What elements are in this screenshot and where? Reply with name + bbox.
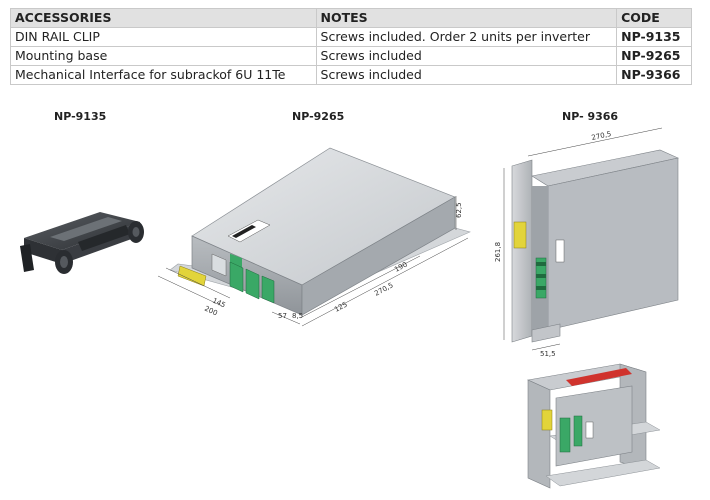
- caption-subrack-interface: NP- 9366: [562, 110, 619, 123]
- cell-code: NP-9135: [616, 27, 692, 47]
- header-accessories: ACCESSORIES: [10, 8, 317, 28]
- subrack-mounted-image: [526, 363, 661, 489]
- accessories-table: ACCESSORIES NOTES CODE DIN RAIL CLIP Scr…: [10, 8, 692, 85]
- cell-code: NP-9366: [616, 65, 692, 85]
- cell-accessory: Mechanical Interface for subrackof 6U 11…: [10, 65, 317, 85]
- dim-depth-2705: 270,5: [373, 281, 394, 297]
- din-rail-clip-image: [20, 212, 144, 274]
- table-row: Mechanical Interface for subrackof 6U 11…: [10, 65, 692, 85]
- caption-din-rail-clip: NP-9135: [54, 110, 107, 123]
- header-notes: NOTES: [315, 8, 618, 28]
- dim-height: 62,5: [455, 202, 463, 218]
- table-row: Mounting base Screws included NP-9265: [10, 46, 692, 66]
- cell-code: NP-9265: [616, 46, 692, 66]
- table-header-row: ACCESSORIES NOTES CODE: [10, 8, 692, 28]
- dim-top-2705: 270,5: [591, 130, 612, 142]
- dim-bottom-515: 51,5: [540, 350, 556, 358]
- subrack-interface-drawing: 270,5 261,8 51,5: [494, 127, 679, 358]
- caption-mounting-base: NP-9265: [292, 110, 345, 123]
- dim-85: 8,5: [292, 312, 303, 320]
- dim-57: 57: [278, 312, 287, 320]
- cell-accessory: Mounting base: [10, 46, 317, 66]
- mounting-base-image: 62,5 190 270,5 145 200 57 8,5 125: [157, 147, 471, 327]
- cell-notes: Screws included: [315, 65, 618, 85]
- dim-width-200: 200: [203, 305, 219, 318]
- cell-notes: Screws included: [315, 46, 618, 66]
- header-code: CODE: [616, 8, 692, 28]
- dim-height-2618: 261,8: [494, 242, 502, 262]
